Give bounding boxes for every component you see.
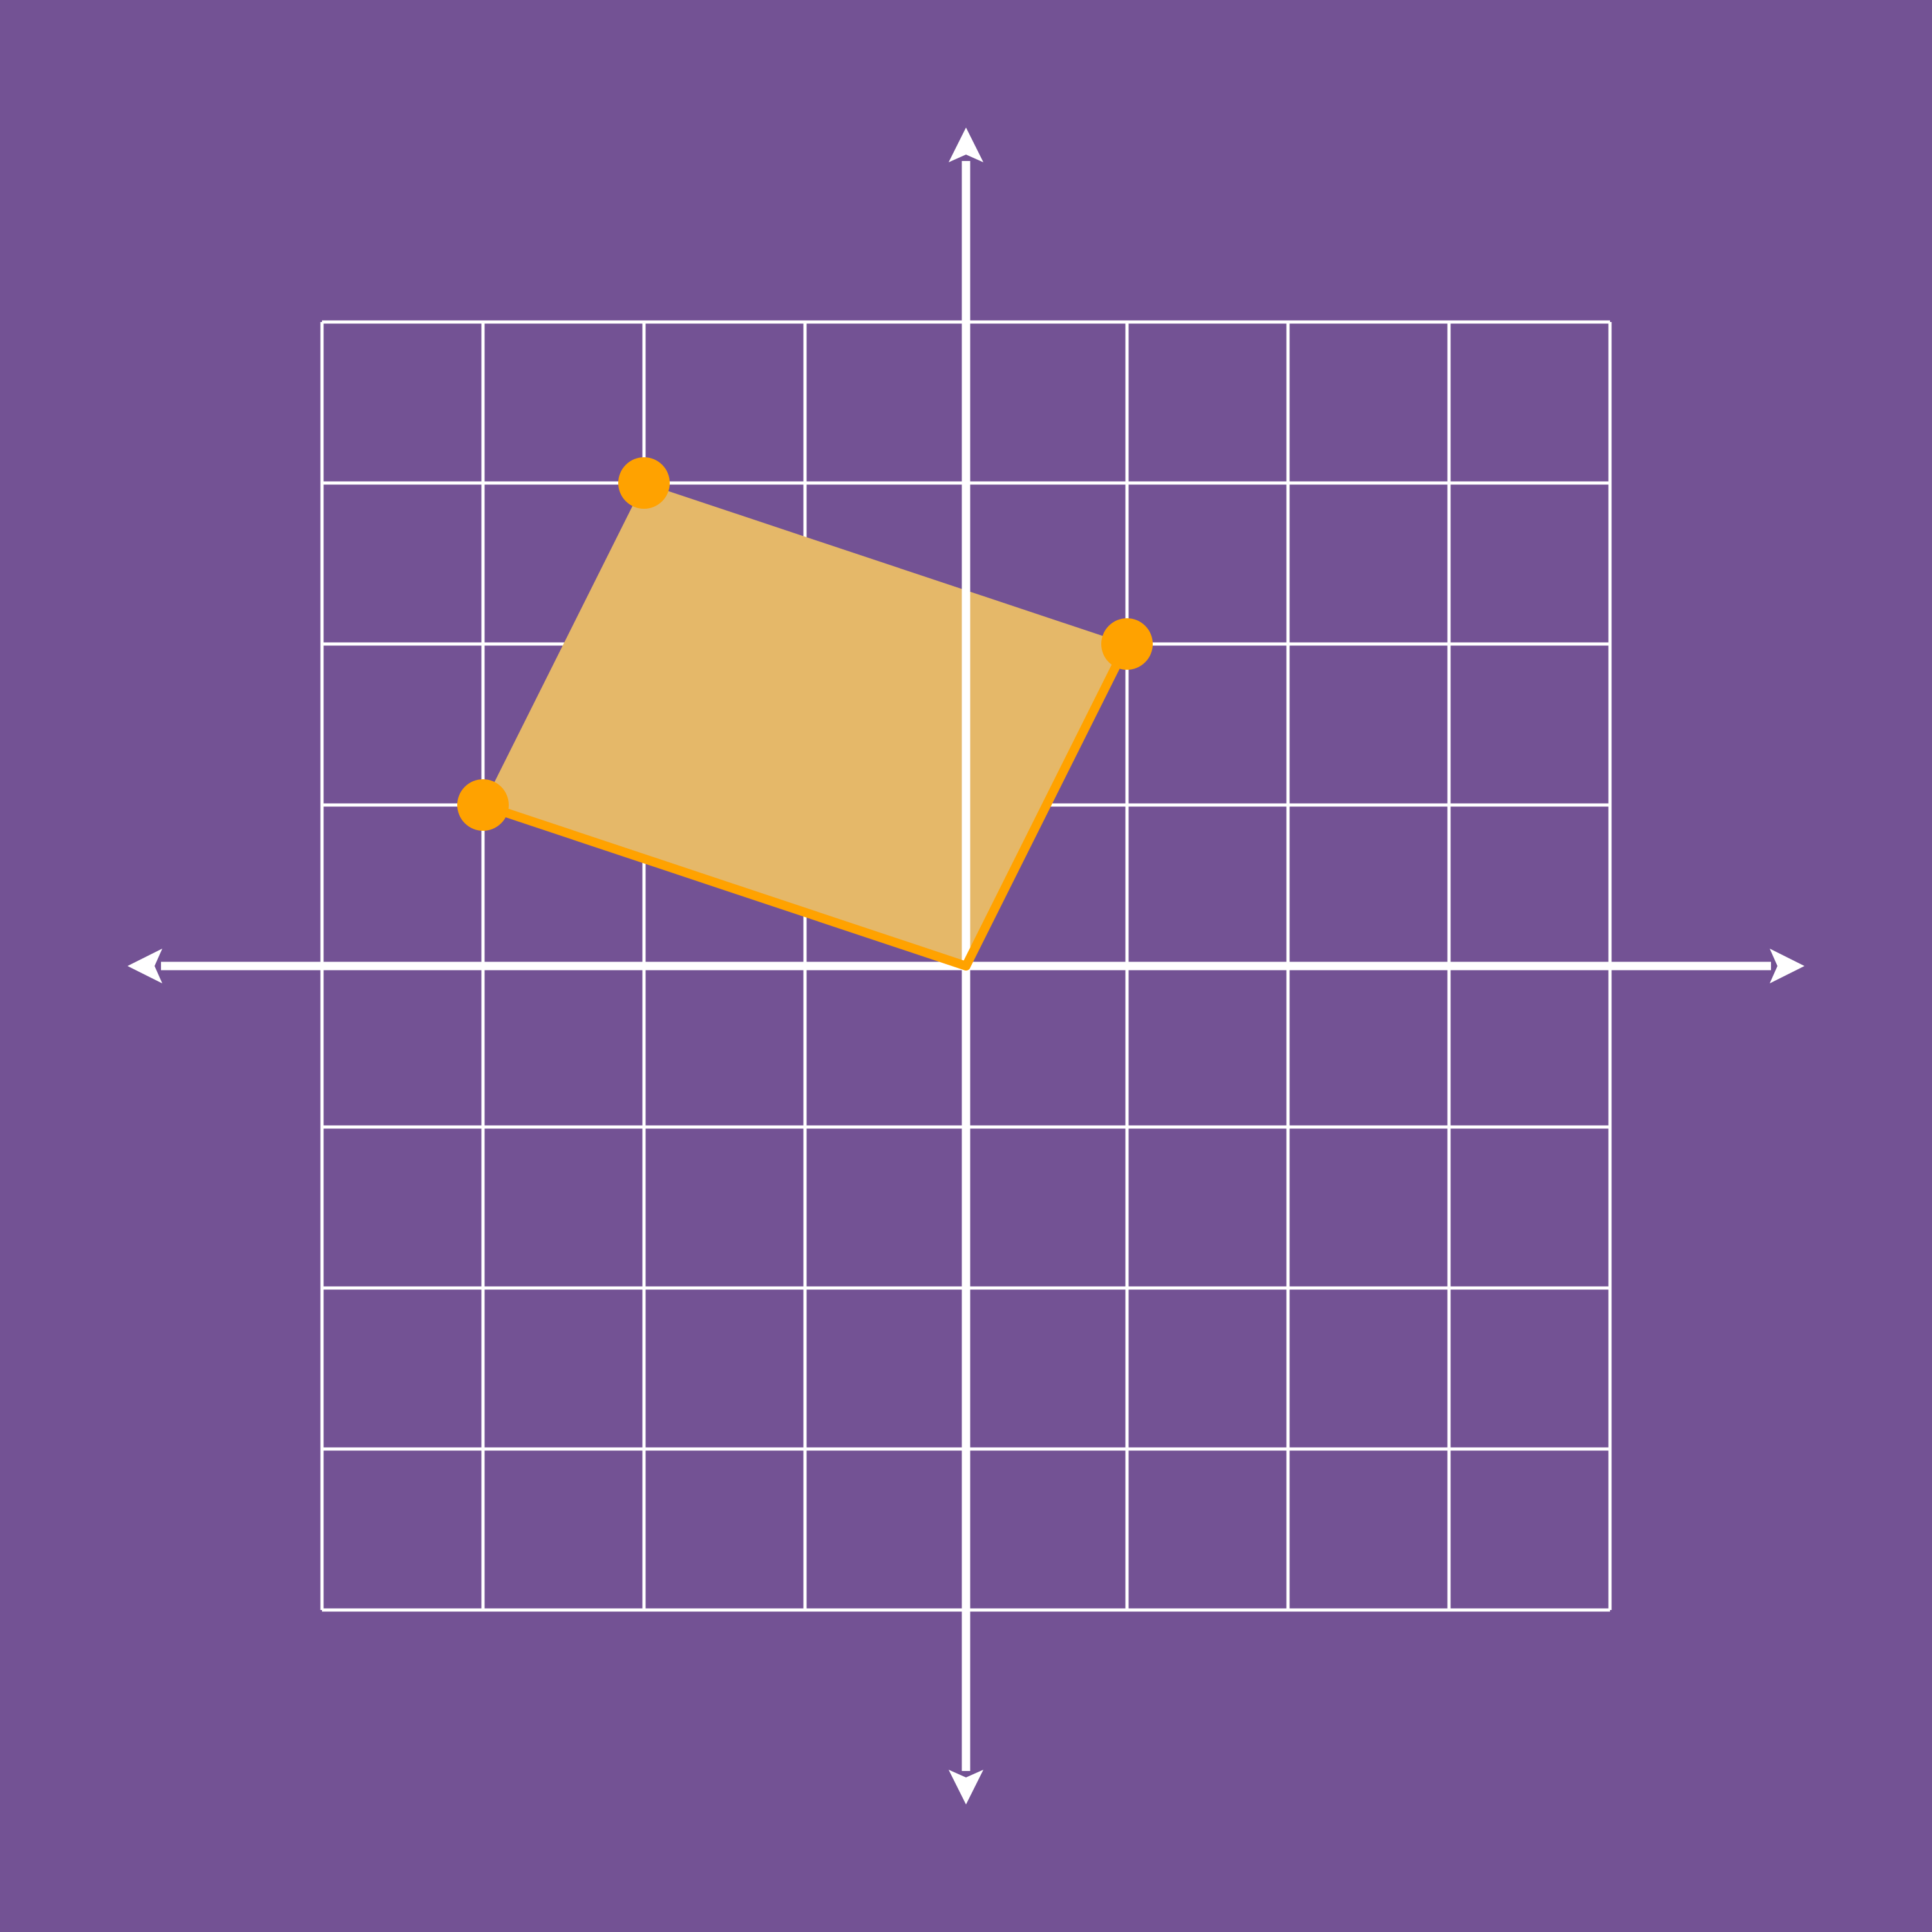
x-axis-left-arrow-icon — [128, 949, 162, 983]
vertex-handle[interactable] — [1101, 618, 1153, 670]
vertex-handle[interactable] — [618, 457, 670, 509]
highlighted-edges — [478, 639, 1132, 971]
vertex-handle[interactable] — [457, 779, 509, 831]
quadrilateral-edge — [478, 800, 971, 971]
quadrilateral-edge — [961, 639, 1132, 971]
y-axis-up-arrow-icon — [949, 128, 983, 162]
vertices — [457, 457, 1153, 831]
y-axis-down-arrow-icon — [949, 1770, 983, 1804]
x-axis-right-arrow-icon — [1770, 949, 1804, 983]
